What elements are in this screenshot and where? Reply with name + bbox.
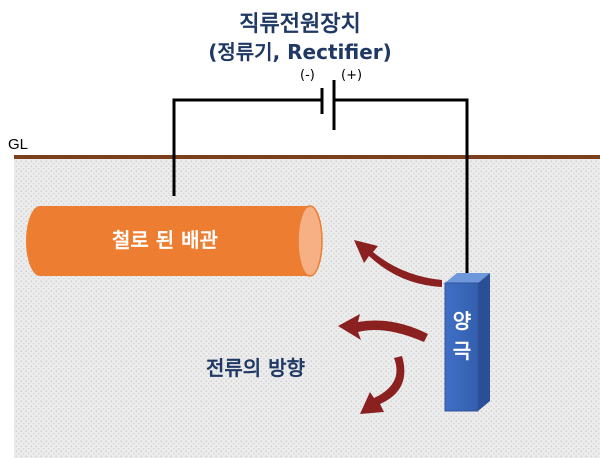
iron-pipe xyxy=(26,205,323,277)
positive-terminal-label: (+) xyxy=(341,68,363,83)
ground-level-label: GL xyxy=(8,136,29,153)
current-arrows xyxy=(338,240,442,414)
rectifier-title: 직류전원장치 xyxy=(239,12,361,37)
current-arrow-lower xyxy=(360,356,405,414)
negative-wire xyxy=(172,98,322,196)
soil-area xyxy=(14,158,600,458)
positive-wire xyxy=(334,98,469,280)
anode-block xyxy=(444,273,490,412)
negative-terminal-label: (-) xyxy=(300,68,315,83)
pipe-label: 철로 된 배관 xyxy=(112,228,218,252)
battery-symbol xyxy=(320,80,336,130)
rectifier-subtitle: (정류기, Rectifier) xyxy=(208,40,392,64)
current-direction-label: 전류의 방향 xyxy=(206,356,305,380)
current-arrow-middle xyxy=(338,314,428,342)
current-arrow-upper xyxy=(354,240,442,287)
